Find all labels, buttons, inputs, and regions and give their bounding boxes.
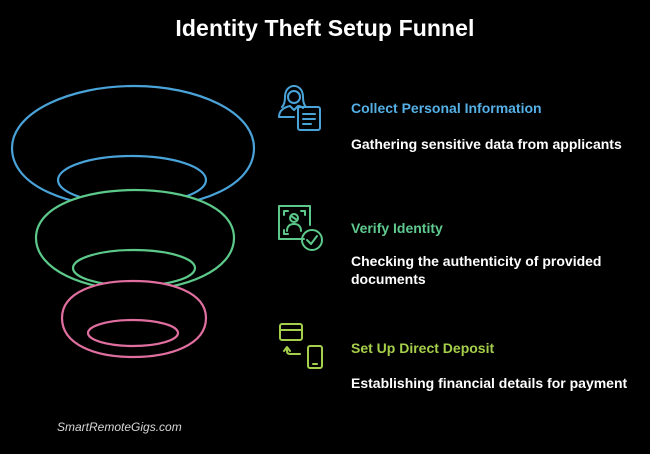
step-2-description: Checking the authenticity of provided do… (351, 253, 602, 287)
card-to-phone-icon (279, 323, 323, 369)
step-2-heading: Verify Identity (351, 220, 443, 236)
watermark: SmartRemoteGigs.com (57, 420, 182, 434)
funnel-stage-2-outer (34, 188, 236, 292)
person-document-icon (278, 85, 321, 131)
page-title: Identity Theft Setup Funnel (175, 15, 475, 41)
id-verification-icon (278, 205, 323, 251)
funnel-stage-3-inner (86, 318, 180, 348)
step-3-description: Establishing financial details for payme… (351, 375, 628, 391)
step-1-description: Gathering sensitive data from applicants (351, 136, 622, 152)
funnel-stage-3 (60, 279, 208, 359)
step-3-heading: Set Up Direct Deposit (351, 340, 495, 356)
funnel-stage-2 (34, 188, 236, 292)
step-1-heading: Collect Personal Information (351, 100, 542, 116)
